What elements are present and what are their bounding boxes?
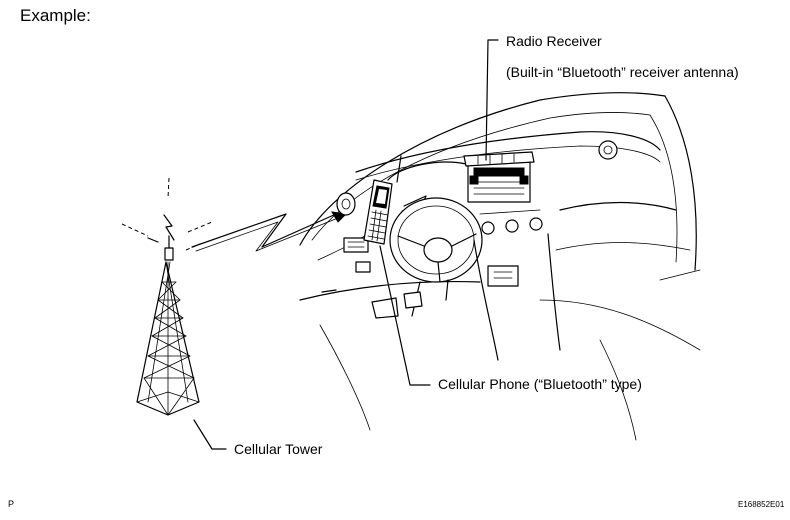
dashboard-drawing <box>300 93 700 440</box>
figure-code: E168852E01 <box>738 500 785 509</box>
cellular-phone-drawing <box>364 156 401 244</box>
cellular-tower-label: Cellular Tower <box>234 441 323 457</box>
radio-receiver-note: (Built-in “Bluetooth” receiver antenna) <box>506 64 739 80</box>
page-marker: P <box>8 499 15 509</box>
radio-receiver-label: Radio Receiver <box>506 33 602 49</box>
figure-heading: Example: <box>20 6 91 25</box>
callout-leaders <box>194 40 498 449</box>
cellular-tower-drawing <box>122 178 212 415</box>
cellular-phone-label: Cellular Phone (“Bluetooth” type) <box>438 376 642 392</box>
